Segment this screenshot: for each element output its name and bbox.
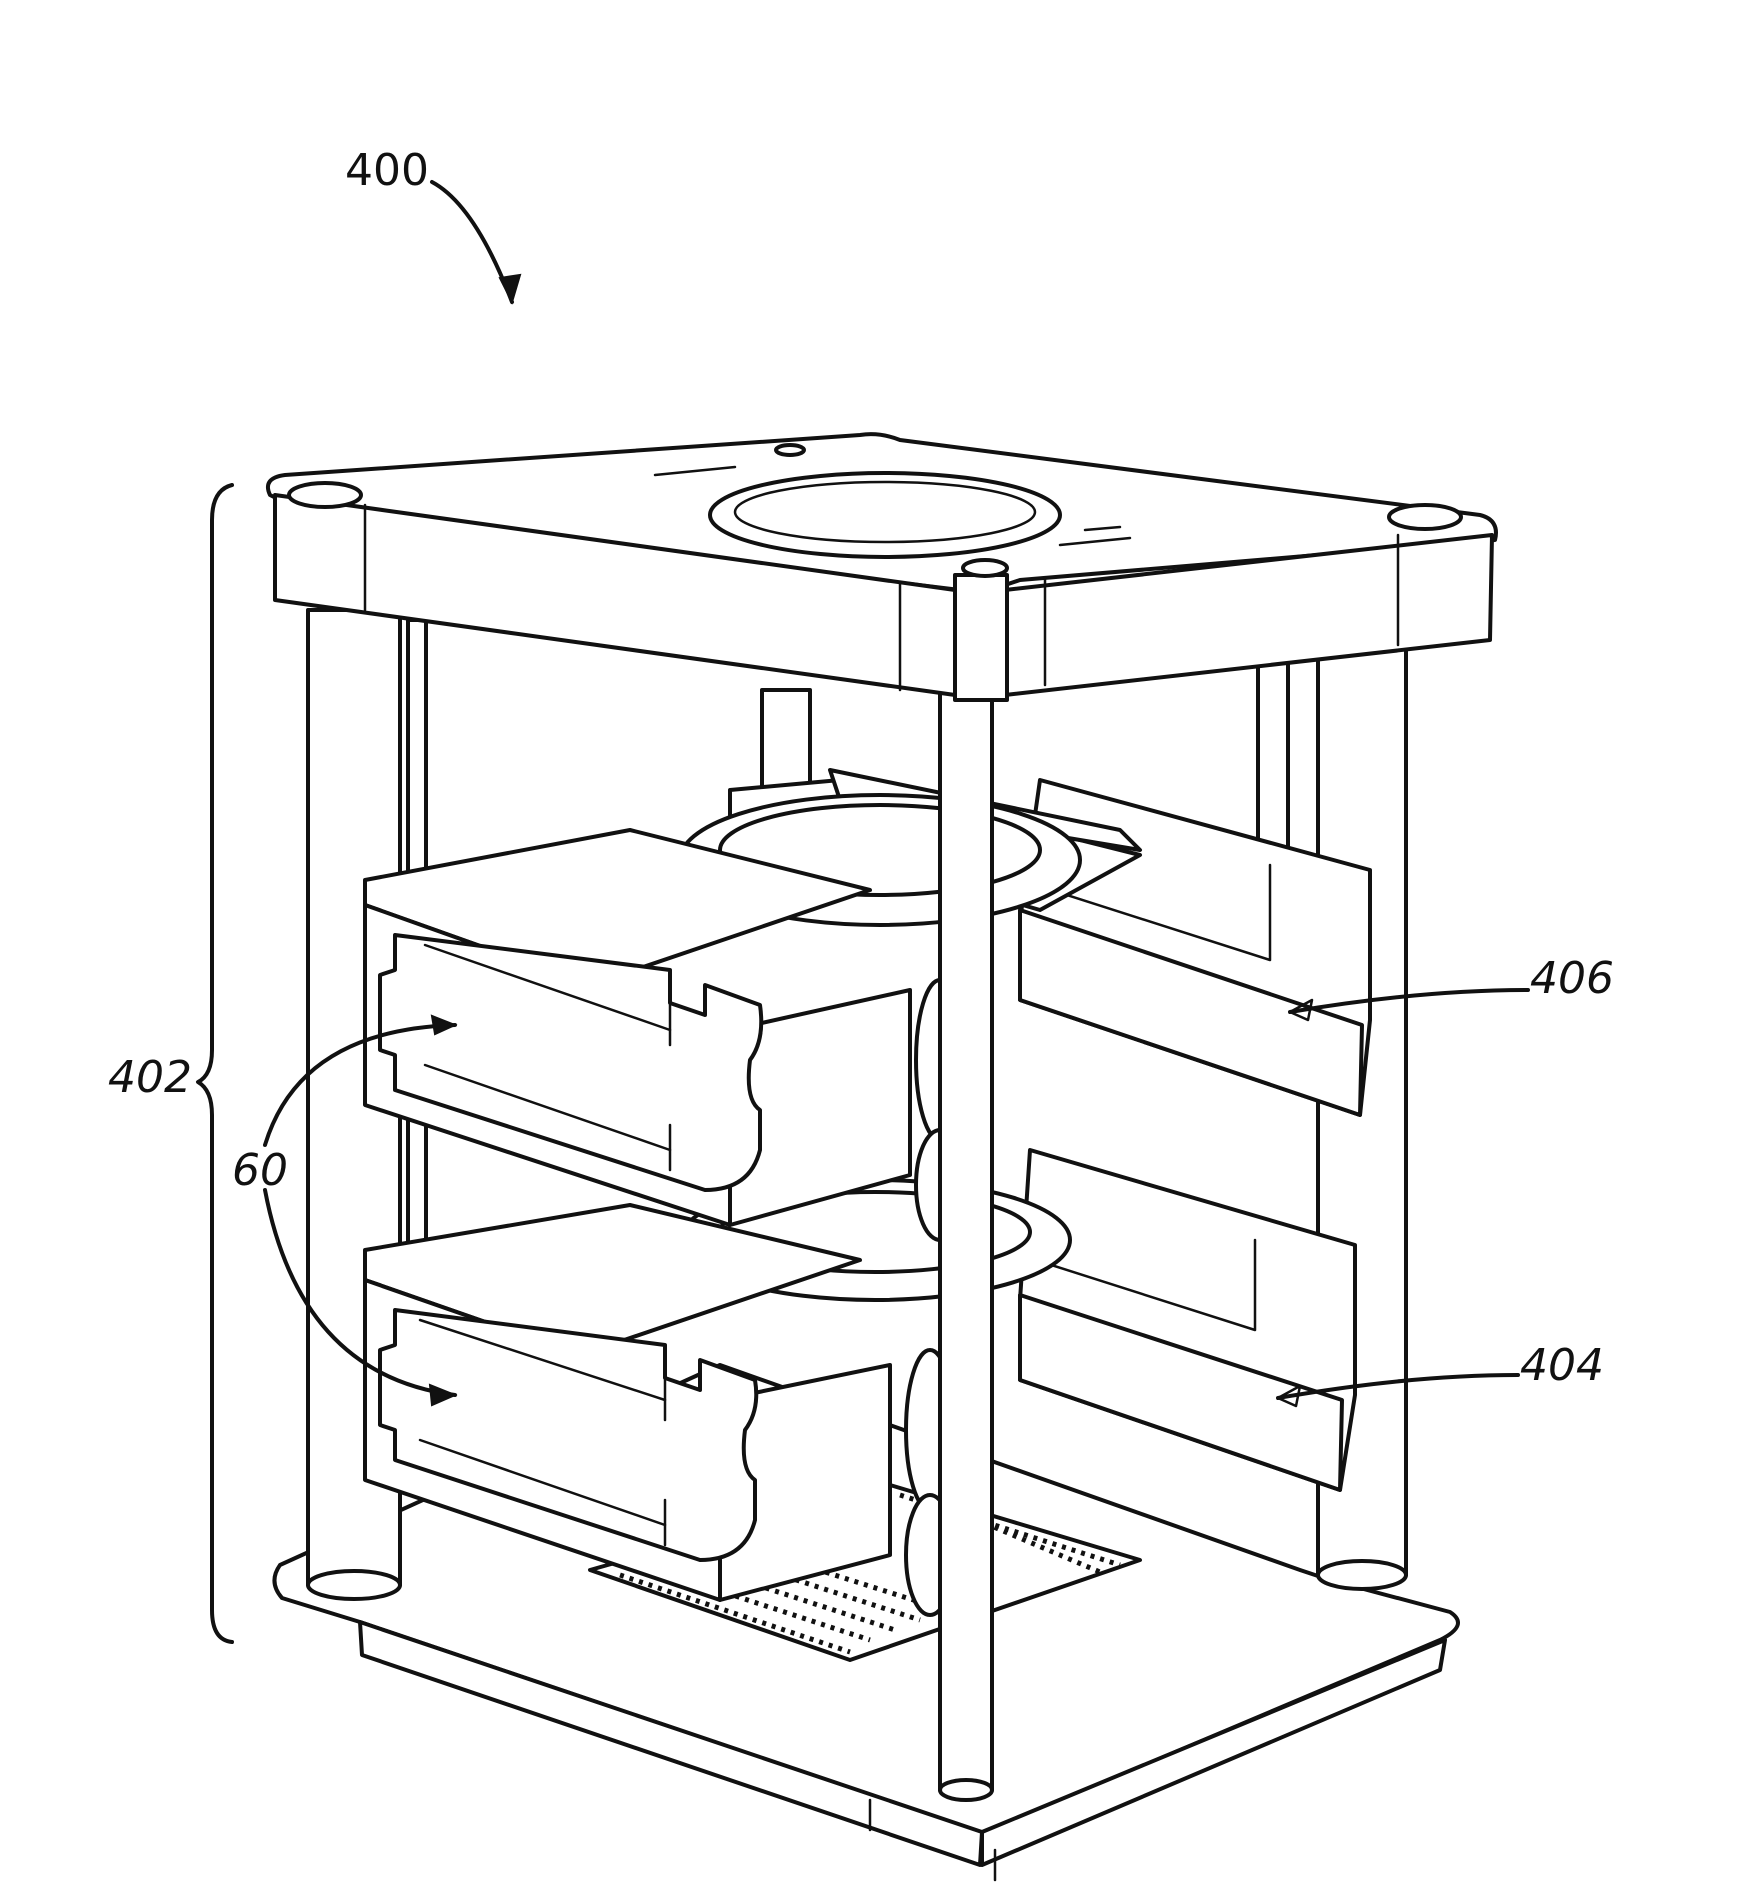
front-center-post <box>940 580 992 1800</box>
label-402: 402 <box>108 1052 192 1103</box>
label-400: 400 <box>345 145 429 196</box>
label-404: 404 <box>1520 1340 1604 1391</box>
label-60: 60 <box>232 1145 288 1196</box>
top-plate <box>268 434 1496 700</box>
upper-module-406 <box>365 770 1370 1240</box>
leader-400 <box>432 182 512 302</box>
label-406: 406 <box>1530 953 1614 1004</box>
bracket-402 <box>198 485 232 1642</box>
